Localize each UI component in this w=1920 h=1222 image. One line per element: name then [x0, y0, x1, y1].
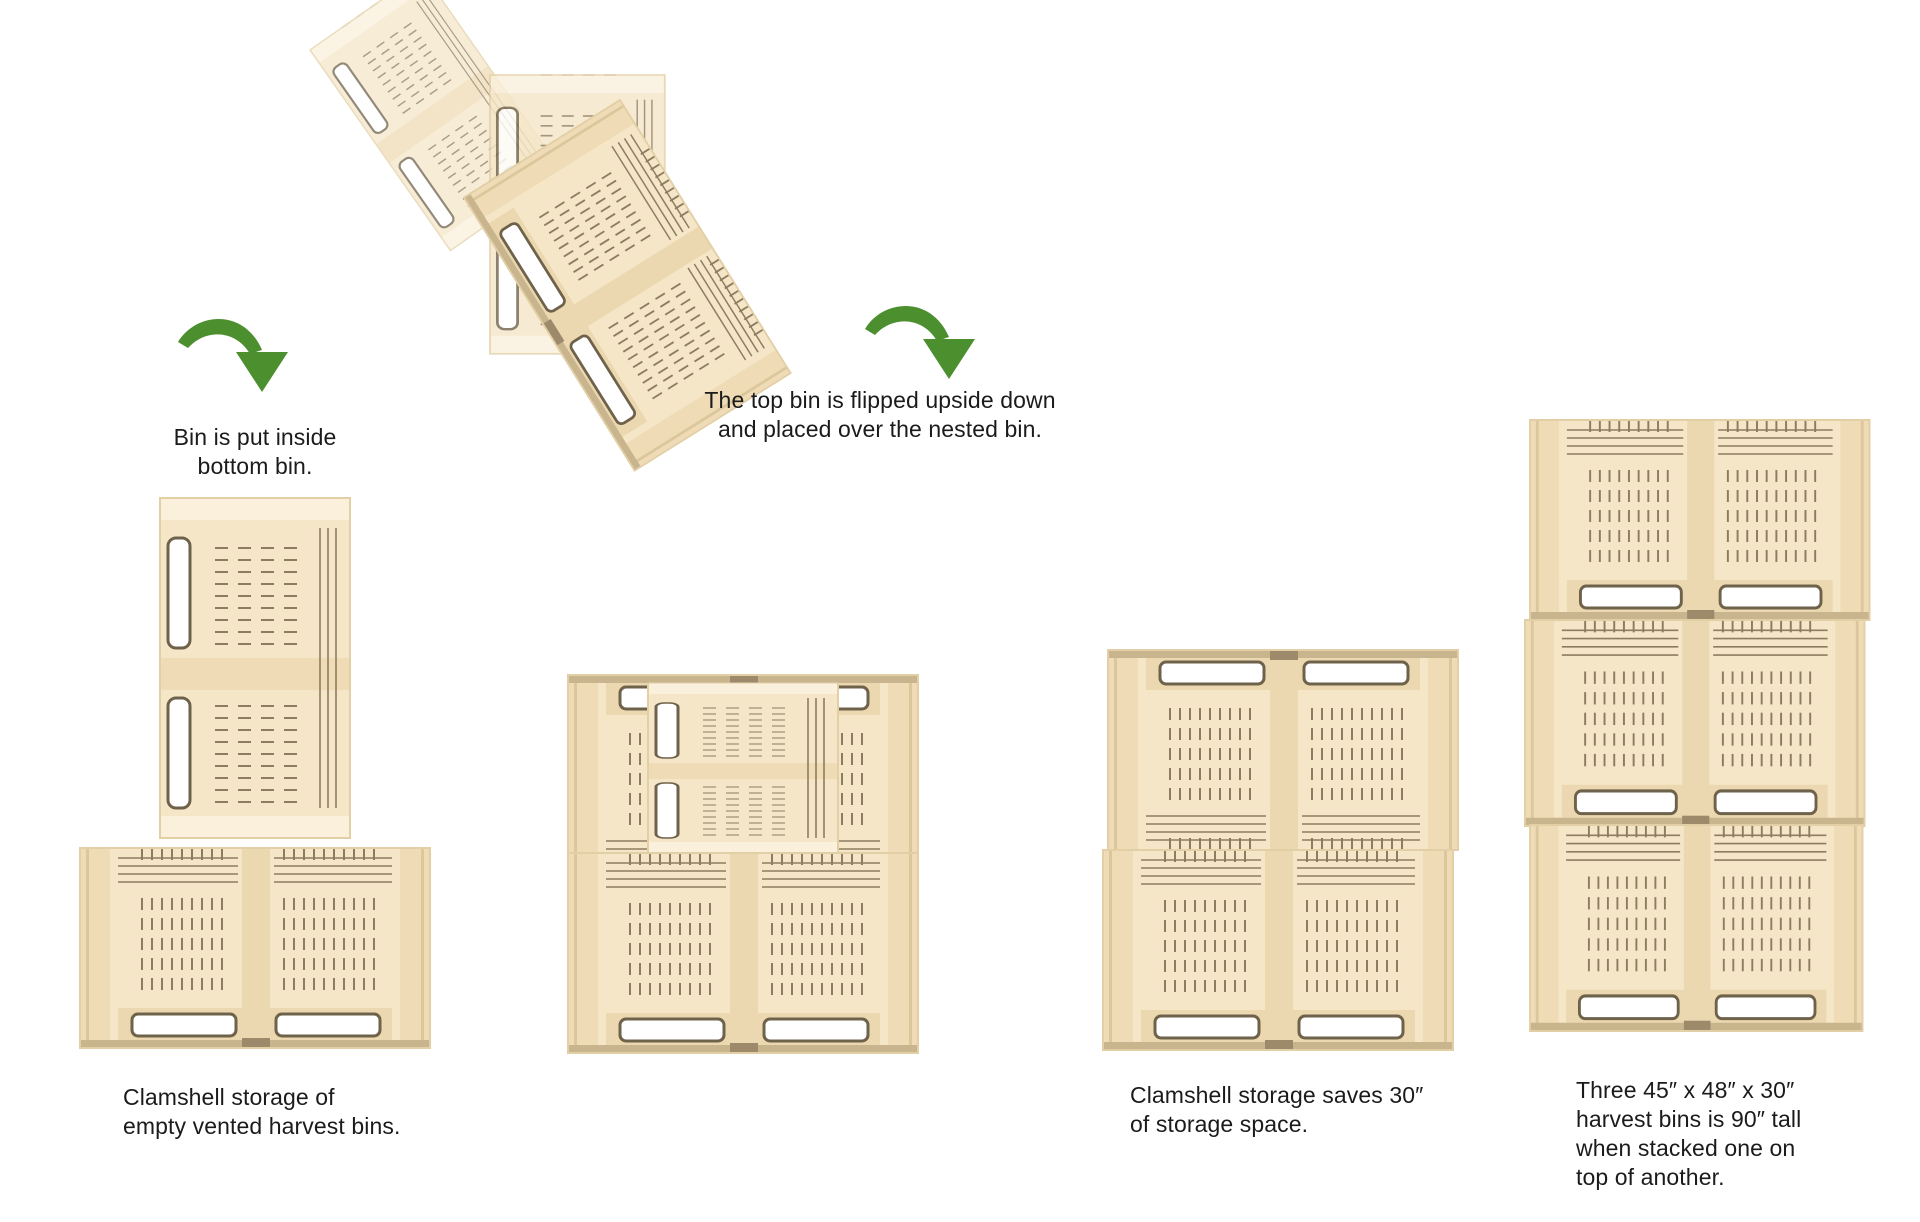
- curved-arrow-icon: [178, 318, 288, 392]
- bin-bottom-2: [568, 853, 918, 1053]
- bin-stack-bottom: [1530, 825, 1863, 1031]
- bin-clamshell-bottom: [1103, 850, 1453, 1050]
- caption-line: Bin is put inside: [173, 424, 337, 450]
- caption-line: top of another.: [1576, 1164, 1725, 1190]
- caption-clamshell-storage: Clamshell storage of empty vented harves…: [123, 1083, 400, 1141]
- caption-line: empty vented harvest bins.: [123, 1113, 401, 1139]
- bin-nested-side-view: [160, 498, 350, 838]
- caption-line: when stacked one on: [1576, 1135, 1796, 1161]
- bin-stack-top: [1530, 420, 1870, 620]
- caption-line: and placed over the nested bin.: [717, 416, 1043, 442]
- caption-saves-space: Clamshell storage saves 30″ of storage s…: [1130, 1081, 1423, 1139]
- caption-flipped: The top bin is flipped upside down and p…: [690, 386, 1070, 444]
- bin-stack-middle: [1525, 620, 1865, 826]
- caption-line: of storage space.: [1130, 1111, 1309, 1137]
- caption-line: harvest bins is 90″ tall: [1576, 1106, 1802, 1132]
- caption-three-bins: Three 45″ x 48″ x 30″ harvest bins is 90…: [1576, 1076, 1801, 1192]
- bin-bottom-1: [80, 848, 430, 1048]
- caption-line: Three 45″ x 48″ x 30″: [1576, 1077, 1795, 1103]
- curved-arrow-icon: [865, 305, 975, 379]
- caption-put-inside: Bin is put inside bottom bin.: [160, 423, 350, 481]
- bin-nested-side-view: [648, 683, 838, 853]
- caption-line: Clamshell storage of: [123, 1084, 335, 1110]
- caption-line: The top bin is flipped upside down: [704, 387, 1056, 413]
- caption-line: Clamshell storage saves 30″: [1130, 1082, 1424, 1108]
- caption-line: bottom bin.: [197, 453, 313, 479]
- bin-clamshell-top: [1108, 650, 1458, 850]
